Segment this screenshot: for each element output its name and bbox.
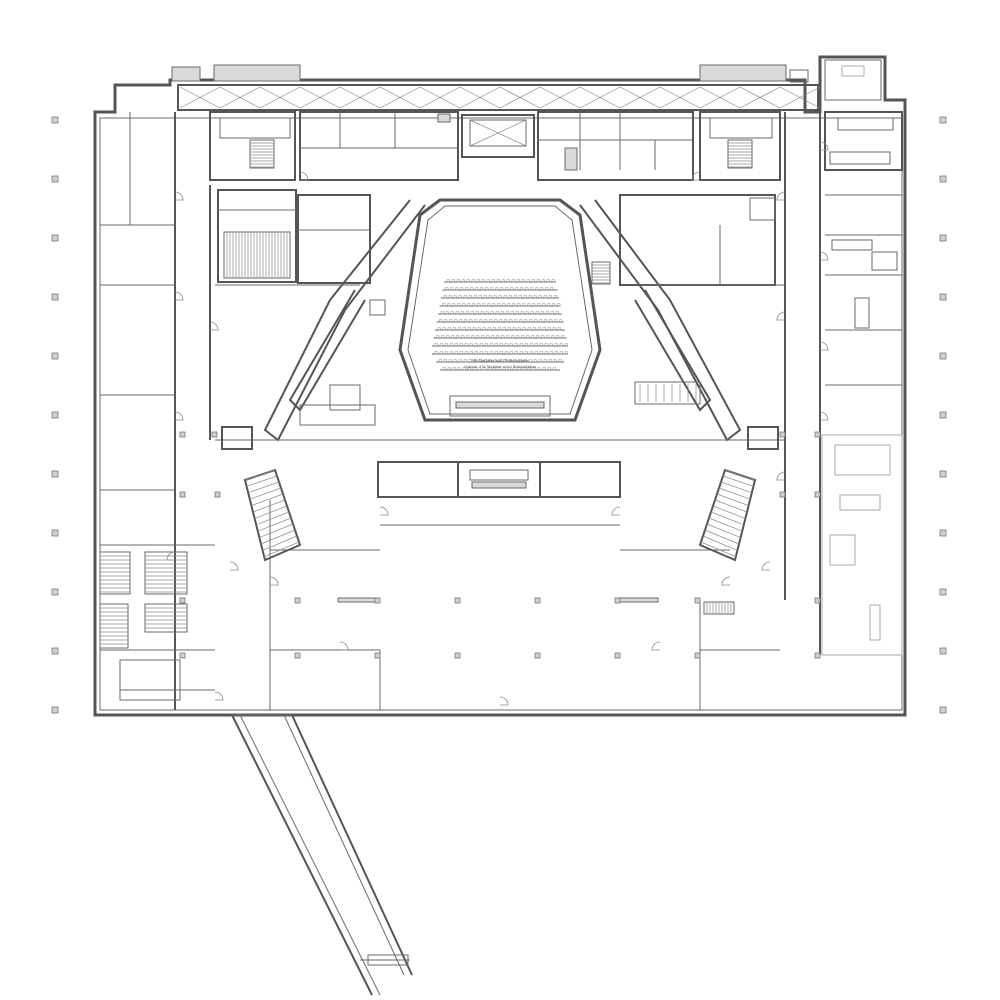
north-truss-corridor [177, 84, 821, 111]
door-swing [339, 641, 349, 651]
column-marker [294, 652, 301, 659]
foyer [215, 381, 785, 710]
column-marker [779, 431, 786, 438]
column-marker [694, 652, 701, 659]
column-marker [939, 116, 947, 124]
door-swing [174, 411, 184, 421]
door-swing [174, 191, 184, 201]
door-swing [229, 561, 239, 571]
seating-optional-note: Optional: 378 Sitzplätze und 4 Rollstuhl… [464, 365, 536, 369]
column-marker [51, 470, 59, 478]
door-swing [776, 191, 786, 201]
column-marker [51, 234, 59, 242]
column-marker [51, 706, 59, 714]
column-marker [374, 652, 381, 659]
column-marker [939, 175, 947, 183]
column-marker [939, 293, 947, 301]
column-marker [939, 352, 947, 360]
column-marker [51, 352, 59, 360]
north-rooms [209, 111, 781, 181]
column-marker [939, 706, 947, 714]
column-marker [179, 431, 186, 438]
column-marker [814, 597, 821, 604]
seating-capacity-note: 396 Sitzplätze und 2 Rollstuhlplätze [472, 359, 529, 363]
column-marker [814, 652, 821, 659]
auditorium: 396 Sitzplätze und 2 Rollstuhlplätze Opt… [398, 198, 602, 422]
door-swing [819, 411, 829, 421]
column-marker [51, 293, 59, 301]
door-swing [611, 506, 621, 516]
column-marker [814, 491, 821, 498]
column-marker [939, 529, 947, 537]
column-marker [939, 411, 947, 419]
door-swing [819, 251, 829, 261]
column-marker [939, 234, 947, 242]
door-swing [819, 341, 829, 351]
door-swing [651, 641, 661, 651]
door-swing [299, 171, 309, 181]
door-swing [499, 696, 509, 706]
column-marker [614, 652, 621, 659]
access-ramp [231, 714, 413, 996]
column-marker [51, 647, 59, 655]
door-swing [776, 311, 786, 321]
column-marker [454, 652, 461, 659]
column-marker [51, 529, 59, 537]
column-marker [939, 470, 947, 478]
column-marker [51, 411, 59, 419]
column-marker [374, 597, 381, 604]
door-swing [209, 321, 219, 331]
diagonal-stairs [221, 426, 779, 562]
column-marker [51, 175, 59, 183]
diagonal-corridors [215, 199, 785, 442]
door-swing [721, 576, 731, 586]
door-swing [174, 291, 184, 301]
column-marker [51, 588, 59, 596]
door-swing [776, 471, 786, 481]
column-marker [454, 597, 461, 604]
door-swing [166, 551, 176, 561]
column-marker [534, 597, 541, 604]
east-wing [619, 111, 903, 656]
column-marker [214, 491, 221, 498]
door-swing [691, 171, 701, 181]
column-marker [814, 431, 821, 438]
door-swing [761, 561, 771, 571]
door-swing [214, 691, 224, 701]
column-marker [694, 597, 701, 604]
column-marker [534, 652, 541, 659]
door-swing [819, 141, 829, 151]
column-marker [614, 597, 621, 604]
column-marker [211, 431, 218, 438]
column-marker [779, 491, 786, 498]
column-marker [179, 491, 186, 498]
west-wing [99, 112, 371, 710]
structural-columns [51, 116, 947, 714]
building-outline [93, 55, 907, 717]
column-marker [179, 597, 186, 604]
column-marker [51, 116, 59, 124]
column-marker [939, 647, 947, 655]
column-marker [179, 652, 186, 659]
door-swing [379, 506, 389, 516]
column-marker [294, 597, 301, 604]
column-marker [939, 588, 947, 596]
door-swing [269, 576, 279, 586]
doors [166, 141, 829, 706]
stairs [223, 139, 753, 615]
